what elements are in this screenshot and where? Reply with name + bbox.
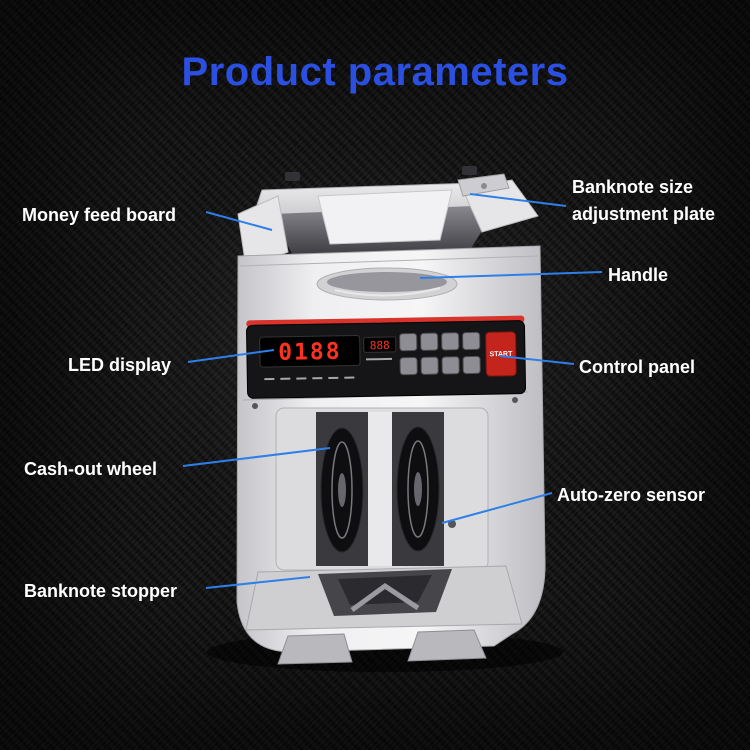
control-panel-part: 0188 888 START <box>246 315 527 399</box>
leader-banknote-stopper <box>205 576 311 589</box>
panel-indicator-marks <box>264 357 393 381</box>
hopper-left-wing <box>237 195 289 269</box>
svg-text:START: START <box>489 351 513 358</box>
label-money-feed-board: Money feed board <box>22 205 177 225</box>
page-title: Product parameters <box>181 50 569 94</box>
leader-cash-out-wheel <box>182 447 331 467</box>
leader-control-panel <box>499 355 575 365</box>
label-control-panel: Control panel <box>579 357 695 377</box>
leader-banknote-size <box>469 193 567 207</box>
start-button: START <box>485 331 517 377</box>
hopper <box>237 166 539 269</box>
label-handle: Handle <box>608 265 669 285</box>
foot-right <box>407 629 487 662</box>
leader-lines <box>182 193 603 589</box>
money-feed-board-part <box>317 189 453 245</box>
led-sub-digits: 888 <box>370 339 390 352</box>
label-banknote-size-adjustment-plate: Banknote size adjustment plate <box>572 177 716 224</box>
leader-handle <box>419 271 603 279</box>
handle-part <box>316 267 458 301</box>
leader-money-feed-board <box>205 211 273 231</box>
label-auto-zero-sensor: Auto-zero sensor <box>557 485 706 505</box>
auto-zero-sensor-part <box>448 520 456 528</box>
leader-led-display <box>187 349 275 363</box>
leader-auto-zero-sensor <box>441 492 553 524</box>
label-cash-out-wheel: Cash-out wheel <box>24 459 158 479</box>
led-digits: 0188 <box>278 339 342 366</box>
cash-out-section <box>252 397 518 571</box>
stacker-base <box>245 565 523 665</box>
label-led-display: LED display <box>68 355 172 375</box>
keypad <box>399 331 481 376</box>
led-sub-screen <box>363 336 397 353</box>
foot-left <box>277 633 353 665</box>
label-banknote-stopper: Banknote stopper <box>24 581 178 601</box>
